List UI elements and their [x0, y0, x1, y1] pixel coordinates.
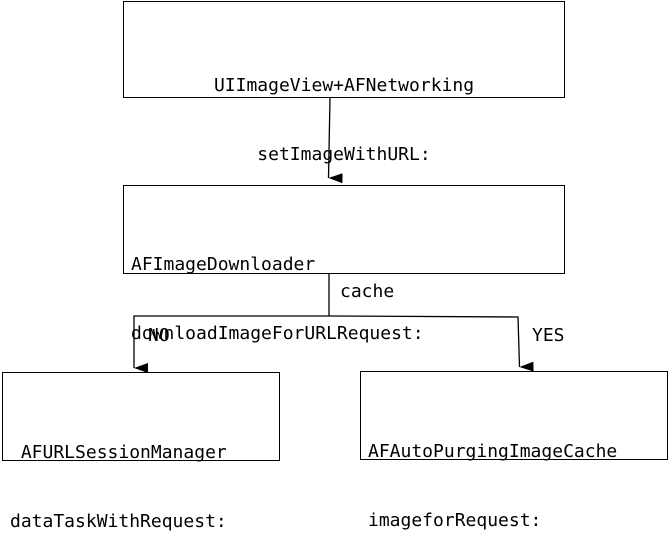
arrow-no-branch — [133, 315, 329, 373]
node-image-downloader-class: AFImageDownloader — [131, 254, 316, 275]
node-setimagewithurl: UIImageView+AFNetworking setImageWithURL… — [123, 1, 565, 165]
node-urlsession-manager-class: AFURLSessionManager — [10, 442, 227, 463]
node-urlsession-manager-method: dataTaskWithRequest: — [10, 511, 227, 532]
arrow-yes-branch — [328, 315, 534, 372]
edge-label-no: NO — [148, 325, 170, 346]
connectors-layer — [133, 97, 534, 373]
node-urlsession-manager: AFURLSessionManager dataTaskWithRequest: — [2, 372, 280, 532]
node-autopurging-cache: AFAutoPurgingImageCache imageforRequest: — [360, 371, 668, 531]
arrow-setimage-to-downloader — [327, 97, 343, 184]
node-setimagewithurl-method: setImageWithURL: — [257, 144, 431, 165]
node-setimagewithurl-class: UIImageView+AFNetworking — [213, 75, 475, 96]
node-image-downloader-method: downloadImageForURLRequest: — [131, 323, 424, 344]
edge-label-cache: cache — [340, 281, 395, 302]
node-autopurging-cache-method: imageforRequest: — [368, 510, 542, 531]
edge-label-yes: YES — [532, 325, 565, 346]
node-image-downloader: AFImageDownloader downloadImageForURLReq… — [123, 185, 565, 344]
node-autopurging-cache-class: AFAutoPurgingImageCache — [368, 441, 618, 462]
